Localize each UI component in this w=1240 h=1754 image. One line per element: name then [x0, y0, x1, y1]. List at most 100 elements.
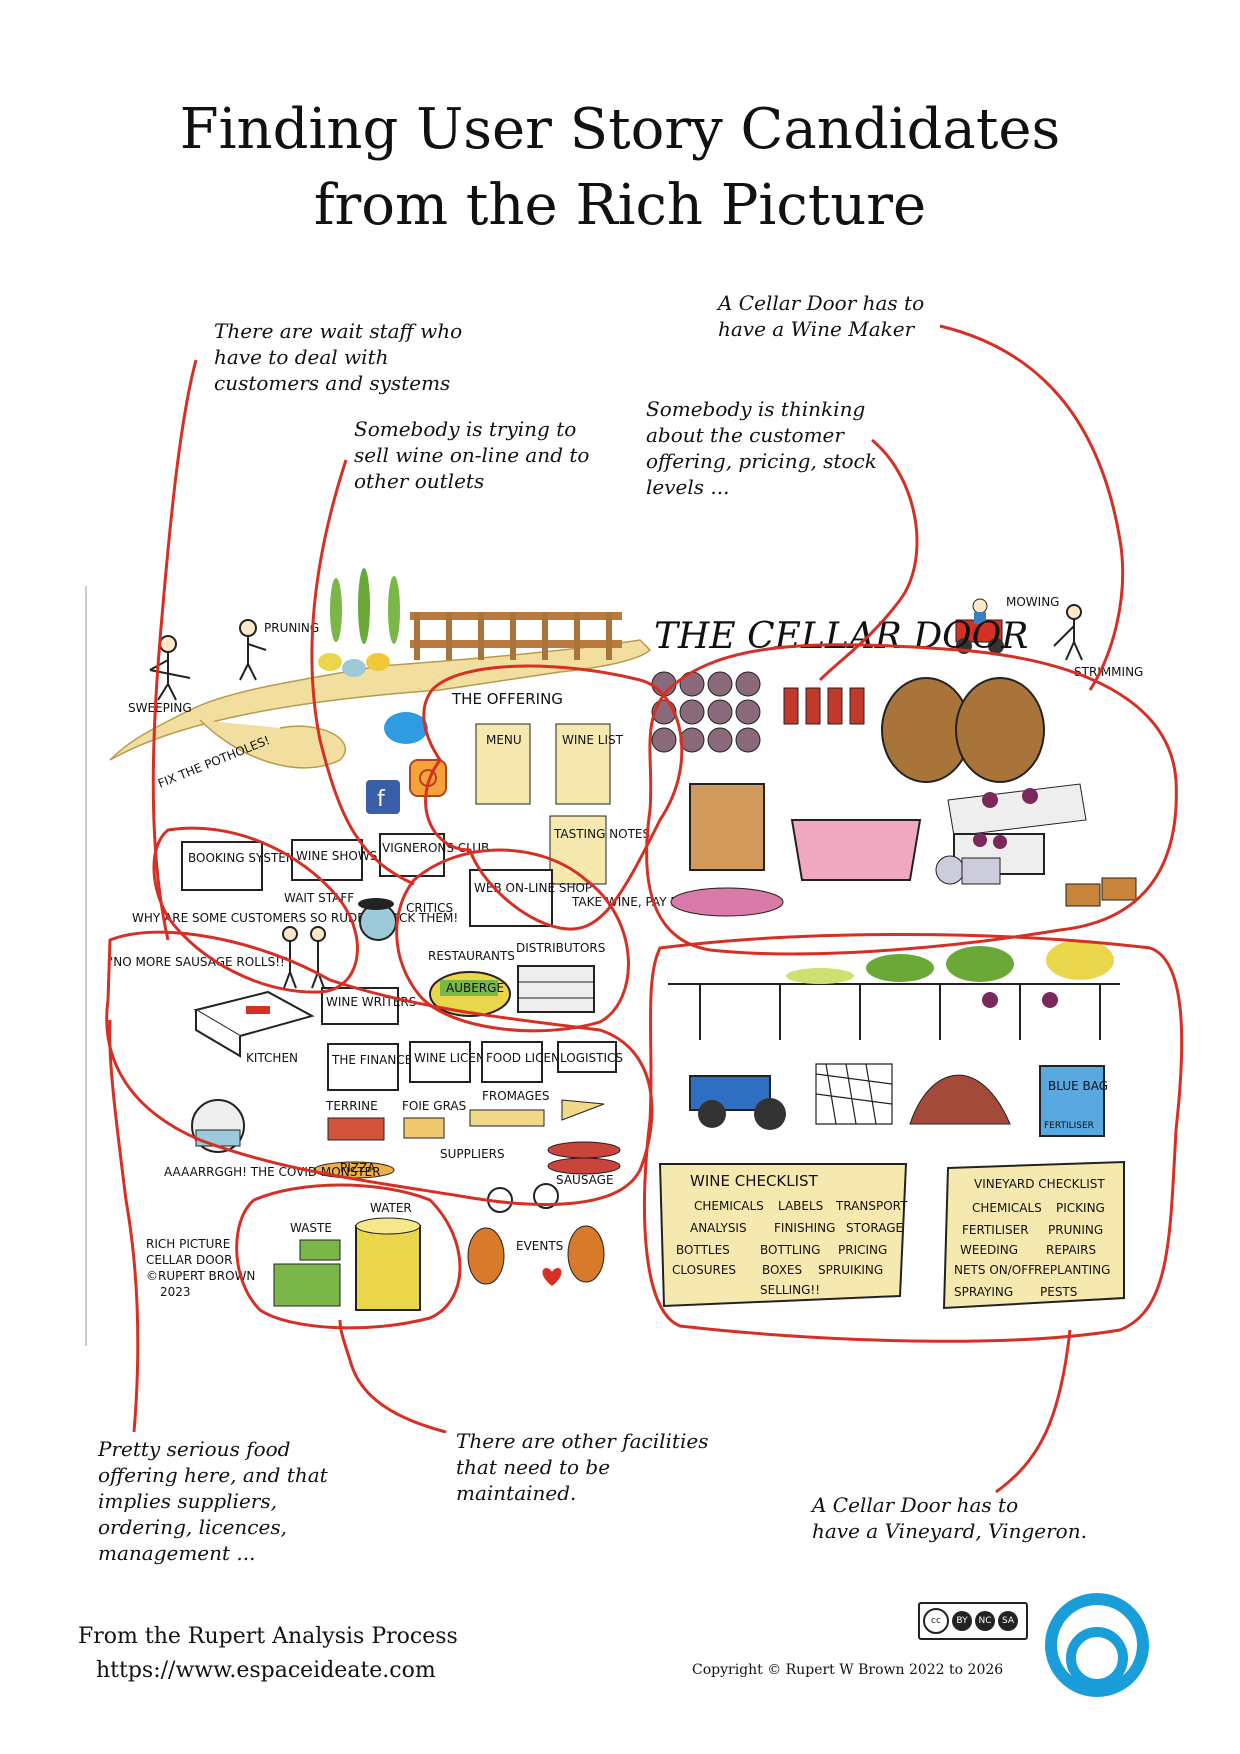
water-tank-icon — [355, 1217, 421, 1311]
terrine-label: TERRINE — [325, 1099, 378, 1113]
vineyard-checklist-item: PRUNING — [1048, 1223, 1103, 1237]
candidate-outlines — [105, 324, 1184, 1494]
wine-checklist-title: WINE CHECKLIST — [690, 1172, 819, 1190]
wine-writers-screen: WINE WRITERS — [321, 987, 416, 1025]
wait-staff-icon — [282, 926, 326, 989]
tractor-icon — [689, 1075, 786, 1130]
cc-icon: cc — [923, 1608, 949, 1634]
twitter-icon — [384, 712, 428, 744]
wine-shows-screen: WINE SHOWS — [291, 839, 377, 881]
vineyard-checklist-item: SPRAYING — [954, 1285, 1013, 1299]
menu-label: MENU — [486, 733, 522, 747]
foie-gras-label: FOIE GRAS — [402, 1099, 466, 1113]
note-wine-maker: A Cellar Door has to have a Wine Maker — [718, 291, 925, 341]
bird-netting-icon — [815, 1063, 893, 1125]
wine-licence-label: WINE LICENCE — [414, 1051, 501, 1065]
vineyard-checklist-item: PESTS — [1040, 1285, 1077, 1299]
distributors-crates — [517, 965, 595, 1013]
terrine-icon — [327, 1117, 385, 1141]
worker-strimming-icon — [1053, 604, 1083, 661]
vineyard-checklist-item: REPLANTING — [1034, 1263, 1110, 1277]
wine-checklist-item: SPRUIKING — [818, 1263, 883, 1277]
vineyard-checklist-item: REPAIRS — [1046, 1243, 1096, 1257]
note-offering: Somebody is thinking about the customer … — [646, 397, 877, 499]
offering-label: THE OFFERING — [451, 690, 563, 708]
vineyard-checklist-item: NETS ON/OFF — [954, 1263, 1035, 1277]
sweeping-label: SWEEPING — [128, 701, 192, 715]
page-title: Finding User Story Candidates from the R… — [0, 92, 1240, 244]
kitchen-icon — [193, 990, 315, 1058]
worker-pruning-icon — [239, 619, 267, 681]
vineyard-checklist-item: WEEDING — [960, 1243, 1018, 1257]
vineyard-checklist-item: CHEMICALS — [972, 1201, 1042, 1215]
title-line-2: from the Rich Picture — [313, 173, 927, 238]
cc-nc-icon: NC — [975, 1611, 995, 1631]
wine-checklist-item: CLOSURES — [672, 1263, 736, 1277]
sausage-icon — [547, 1141, 621, 1175]
wine-shows-label: WINE SHOWS — [296, 849, 377, 863]
events-musicians-icon — [467, 1183, 605, 1286]
note-facilities: There are other facilities that need to … — [456, 1429, 709, 1505]
prunings-pile-icon — [909, 1074, 1011, 1125]
bottle-rack — [651, 671, 761, 753]
fromages-icon — [469, 1109, 545, 1127]
wine-checklist-item: BOXES — [762, 1263, 802, 1277]
cc-sa-icon: SA — [998, 1611, 1018, 1631]
espaceideate-logo — [1045, 1593, 1149, 1697]
wine-checklist-item: PRICING — [838, 1243, 887, 1257]
vineyard-checklist-item: PICKING — [1056, 1201, 1105, 1215]
facebook-icon: f — [366, 780, 400, 814]
grape-tray-icon — [947, 783, 1087, 837]
logistics-box: LOGISTICS — [557, 1041, 623, 1073]
wine-checklist-item: CHEMICALS — [694, 1199, 764, 1213]
wine-checklist-item: STORAGE — [846, 1221, 903, 1235]
worker-mowing-icon — [955, 598, 1004, 654]
note-sell-online: Somebody is trying to sell wine on-line … — [354, 417, 590, 493]
barrels-icon — [881, 677, 1045, 783]
vat-icon — [790, 819, 922, 881]
cheese-wedge-icon — [561, 1099, 605, 1121]
wine-checklist-item: BOTTLES — [676, 1243, 730, 1257]
wine-checklist: WINE CHECKLIST CHEMICALS LABELS TRANSPOR… — [658, 1163, 908, 1308]
title-line-1: Finding User Story Candidates — [179, 97, 1061, 162]
fromages-label: FROMAGES — [482, 1089, 550, 1103]
sausage-label: SAUSAGE — [556, 1173, 614, 1187]
booking-label: BOOKING SYSTEM! — [188, 851, 301, 865]
strimming-label: STRIMMING — [1074, 665, 1143, 679]
fertiliser-label: FERTILISER — [1044, 1121, 1094, 1131]
mowing-label: MOWING — [1006, 595, 1059, 609]
distributors-label: DISTRIBUTORS — [516, 941, 605, 955]
wine-checklist-item: TRANSPORT — [835, 1199, 908, 1213]
wine-checklist-item: ANALYSIS — [690, 1221, 747, 1235]
copyright-text: Copyright © Rupert W Brown 2022 to 2026 — [692, 1662, 1004, 1678]
critics-label: CRITICS — [406, 901, 453, 915]
kitchen-label: KITCHEN — [246, 1051, 298, 1065]
credit-text: RICH PICTURE CELLAR DOOR ©RUPERT BROWN 2… — [146, 1237, 259, 1299]
vignerons-club-screen: VIGNERONS CLUB — [379, 833, 489, 877]
blue-bag-label: BLUE BAG — [1048, 1079, 1108, 1093]
footer-url-link[interactable]: https://www.espaceideate.com — [96, 1658, 436, 1683]
covid-label: AAAARRGGH! THE COVID MONSTER — [164, 1165, 381, 1179]
vineyard-checklist: VINEYARD CHECKLIST CHEMICALS PICKING FER… — [942, 1160, 1125, 1310]
pizza-label: PIZZA — [340, 1161, 376, 1175]
potholes-label: FIX THE POTHOLES! — [156, 733, 272, 791]
booking-system-screen: BOOKING SYSTEM! — [181, 841, 301, 891]
blue-bag-icon: BLUE BAG FERTILISER — [1039, 1065, 1108, 1137]
wine-bottles — [783, 687, 865, 725]
tasting-notes-scroll: TASTING NOTES — [549, 815, 650, 885]
events-label: EVENTS — [516, 1239, 563, 1253]
garden — [318, 568, 622, 677]
auberge-label: AUBERGE — [446, 981, 504, 995]
creative-commons-badge: cc BY NC SA — [918, 1602, 1028, 1640]
wine-checklist-item: FINISHING — [774, 1221, 835, 1235]
wine-checklist-item: BOTTLING — [760, 1243, 820, 1257]
logistics-label: LOGISTICS — [560, 1051, 623, 1065]
footer-process: From the Rupert Analysis Process — [78, 1624, 458, 1649]
wine-list-scroll: WINE LIST — [555, 723, 624, 805]
note-food: Pretty serious food offering here, and t… — [98, 1437, 328, 1565]
food-licence-box: FOOD LICENCE — [481, 1041, 576, 1083]
tasting-notes-label: TASTING NOTES — [553, 827, 650, 841]
web-shop-screen: WEB ON-LINE SHOP — [469, 869, 592, 927]
auberge-bowl: AUBERGE — [429, 971, 511, 1017]
vignerons-club-label: VIGNERONS CLUB — [382, 841, 489, 855]
